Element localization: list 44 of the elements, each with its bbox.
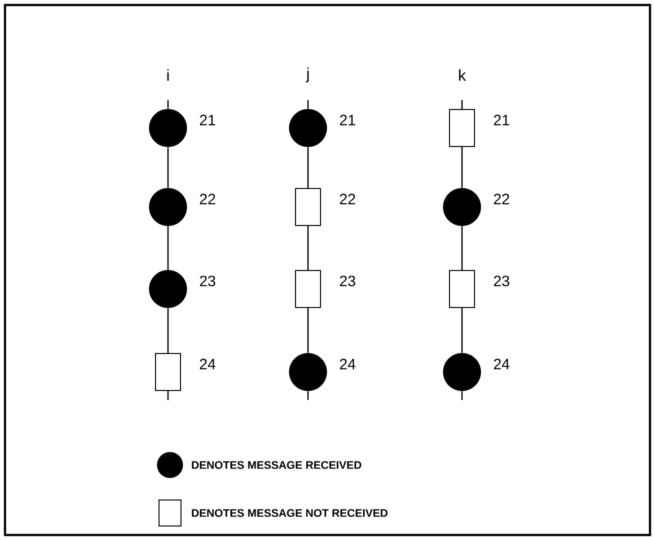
line [167, 100, 169, 109]
number-label: 21 [494, 114, 510, 126]
line [307, 147, 309, 188]
line [461, 100, 463, 109]
number-label: 22 [340, 194, 356, 204]
line [461, 308, 463, 353]
legend-text: DENOTES MESSAGE RECEIVED [192, 461, 362, 469]
number-label: 21 [200, 114, 216, 126]
line [307, 100, 309, 109]
square-marker [155, 353, 181, 391]
column-label: j [306, 68, 309, 82]
line [307, 391, 309, 400]
circle-marker [149, 270, 187, 308]
line [167, 226, 169, 270]
column-label: k [459, 69, 466, 81]
circle-marker [443, 353, 481, 391]
circle-marker [149, 109, 187, 147]
line [307, 308, 309, 353]
circle-marker [289, 109, 327, 147]
number-label: 23 [494, 276, 510, 286]
square-marker [449, 270, 475, 308]
number-label: 23 [340, 276, 356, 286]
square-marker [295, 188, 321, 226]
number-label: 24 [494, 358, 510, 370]
line [461, 226, 463, 270]
number-label: 24 [340, 358, 356, 370]
line [461, 391, 463, 400]
square-marker [449, 109, 475, 147]
number-label: 22 [200, 194, 216, 204]
column-label: i [167, 69, 169, 81]
number-label: 22 [494, 194, 510, 204]
line [167, 391, 169, 400]
line [307, 226, 309, 270]
line [461, 147, 463, 188]
number-label: 23 [200, 276, 216, 286]
number-label: 24 [200, 358, 216, 370]
circle-marker [443, 188, 481, 226]
line [167, 308, 169, 353]
square-marker [295, 270, 321, 308]
circle-marker [149, 188, 187, 226]
legend-text: DENOTES MESSAGE NOT RECEIVED [192, 509, 388, 517]
line [167, 147, 169, 188]
circle-marker [289, 353, 327, 391]
number-label: 21 [340, 114, 356, 126]
